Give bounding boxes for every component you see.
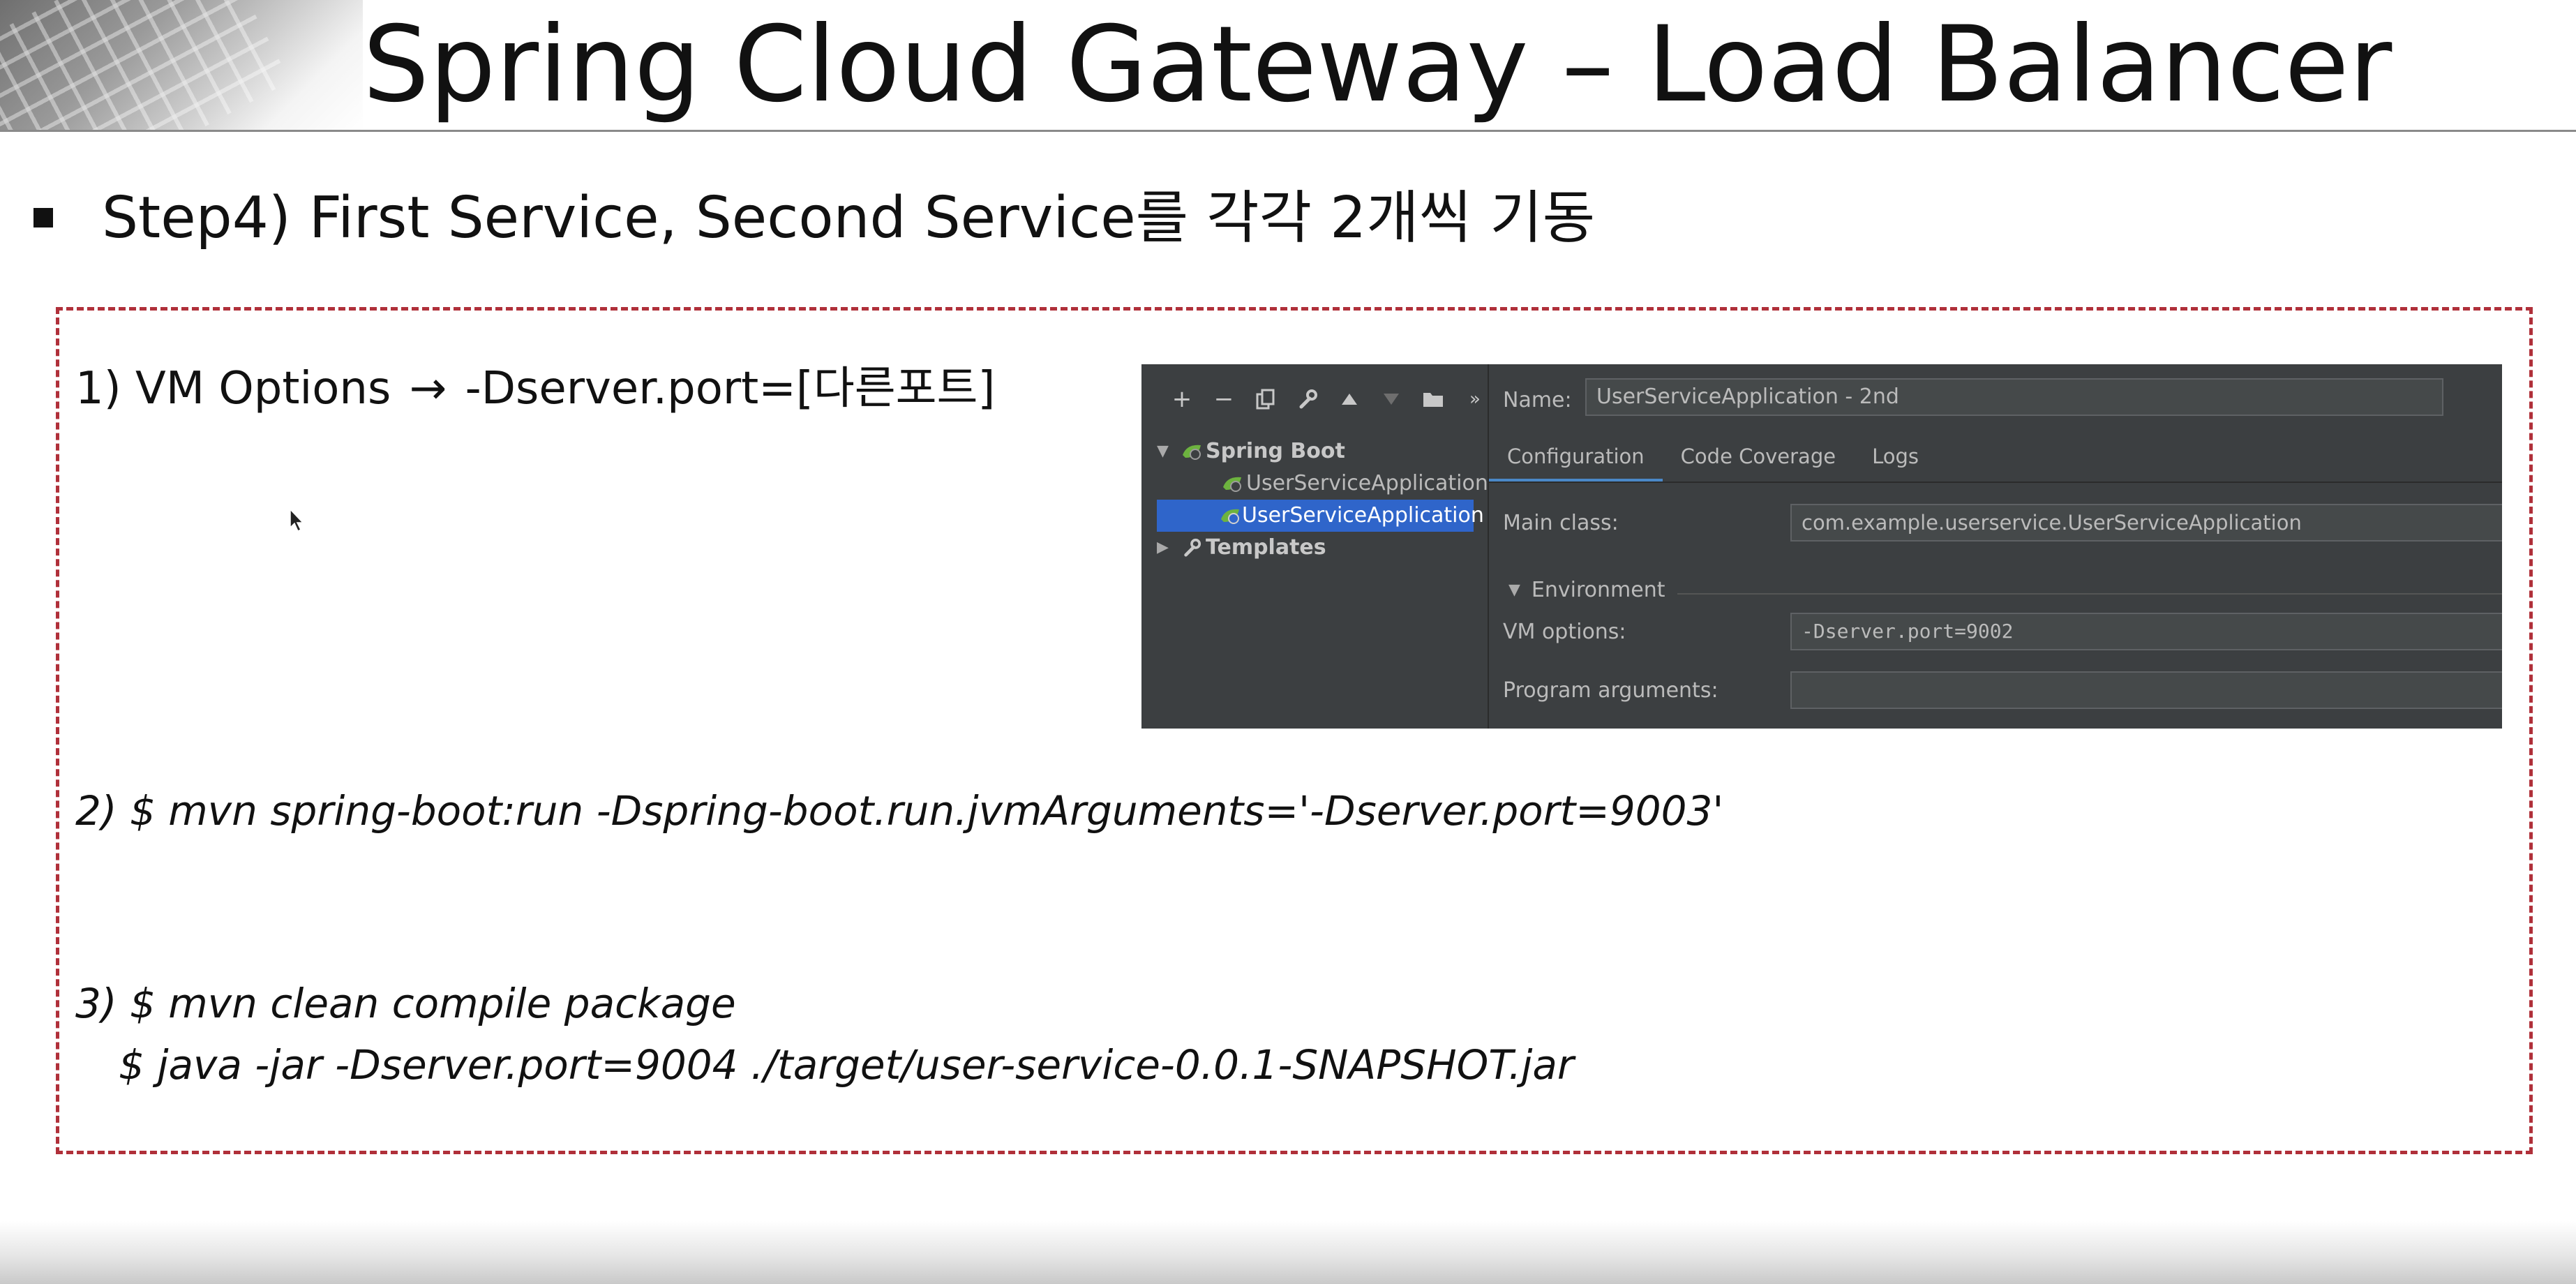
item-mvn-run-command: 2) $ mvn spring-boot:run -Dspring-boot.r… xyxy=(75,787,1724,835)
tree-item-label: UserServiceApplication xyxy=(1242,503,1484,528)
environment-section[interactable]: ▼ Environment xyxy=(1508,578,1665,602)
laptop-corner-image xyxy=(0,0,363,131)
ide-run-config-screenshot: + − » ▼ Spring Boot xyxy=(1141,364,2502,729)
spring-boot-icon xyxy=(1218,473,1246,494)
move-down-icon[interactable] xyxy=(1370,382,1412,417)
move-up-icon[interactable] xyxy=(1328,382,1370,417)
item1-prefix: 1) VM Options xyxy=(75,363,391,415)
item1-value: -Dserver.port=[다른포트] xyxy=(465,363,996,415)
tab-configuration[interactable]: Configuration xyxy=(1489,434,1663,482)
program-arguments-field[interactable] xyxy=(1790,671,2502,709)
bottom-gradient-bar xyxy=(0,1221,2576,1284)
tree-toolbar: + − » xyxy=(1161,378,1496,420)
tab-logs[interactable]: Logs xyxy=(1872,445,1919,468)
name-field[interactable]: UserServiceApplication - 2nd xyxy=(1585,378,2443,416)
expanded-arrow-icon: ▼ xyxy=(1508,581,1520,599)
vm-options-field[interactable]: -Dserver.port=9002 xyxy=(1790,613,2502,650)
bullet-square-icon xyxy=(33,208,53,227)
tree-item-config-2-selected[interactable]: UserServiceApplication xyxy=(1157,500,1484,532)
slide-title: Spring Cloud Gateway – Load Balancer xyxy=(363,4,2392,126)
right-arrow-icon: → xyxy=(409,363,447,415)
name-label: Name: xyxy=(1503,388,1572,412)
tree-item-config-1[interactable]: UserServiceApplication xyxy=(1218,468,1488,500)
main-class-label: Main class: xyxy=(1503,511,1619,535)
config-detail-panel: Name: UserServiceApplication - 2nd Confi… xyxy=(1489,364,2502,729)
copy-icon[interactable] xyxy=(1245,382,1287,417)
vm-options-label: VM options: xyxy=(1503,620,1626,644)
config-tree-panel: + − » ▼ Spring Boot xyxy=(1141,364,1488,729)
main-class-field[interactable]: com.example.userservice.UserServiceAppli… xyxy=(1790,504,2502,542)
tree-group-label: Spring Boot xyxy=(1206,439,1345,463)
tabs-divider xyxy=(1489,482,2502,483)
wrench-icon xyxy=(1178,537,1206,558)
tab-code-coverage[interactable]: Code Coverage xyxy=(1680,445,1836,468)
step-heading: Step4) First Service, Second Service를 각각… xyxy=(102,185,1596,251)
program-arguments-label: Program arguments: xyxy=(1503,678,1718,703)
folder-icon[interactable] xyxy=(1412,382,1454,417)
environment-label: Environment xyxy=(1531,578,1665,602)
spring-boot-icon xyxy=(1178,441,1206,462)
mouse-cursor-icon xyxy=(290,508,304,532)
plus-icon[interactable]: + xyxy=(1171,385,1192,413)
content-dashed-box xyxy=(56,307,2533,1154)
tree-group-templates[interactable]: ▶ Templates xyxy=(1157,532,1326,564)
panel-divider xyxy=(1488,364,1489,729)
more-icon[interactable]: » xyxy=(1469,389,1481,410)
wrench-icon[interactable] xyxy=(1287,382,1328,417)
config-tabs: Configuration Code Coverage Logs xyxy=(1489,434,1937,483)
tree-item-label: UserServiceApplication xyxy=(1246,471,1488,495)
environment-divider xyxy=(1677,593,2502,595)
item-vm-options: 1) VM Options → -Dserver.port=[다른포트] xyxy=(75,357,995,420)
spring-boot-icon xyxy=(1218,505,1242,526)
expanded-arrow-icon: ▼ xyxy=(1157,442,1169,460)
tree-group-spring-boot[interactable]: ▼ Spring Boot xyxy=(1157,435,1345,468)
collapsed-arrow-icon: ▶ xyxy=(1157,539,1169,556)
tree-templates-label: Templates xyxy=(1206,535,1326,560)
minus-icon[interactable]: − xyxy=(1213,385,1234,413)
item-mvn-package-command: 3) $ mvn clean compile package xyxy=(75,980,736,1027)
title-divider xyxy=(0,130,2576,132)
item-java-jar-command: $ java -jar -Dserver.port=9004 ./target/… xyxy=(119,1041,1574,1089)
